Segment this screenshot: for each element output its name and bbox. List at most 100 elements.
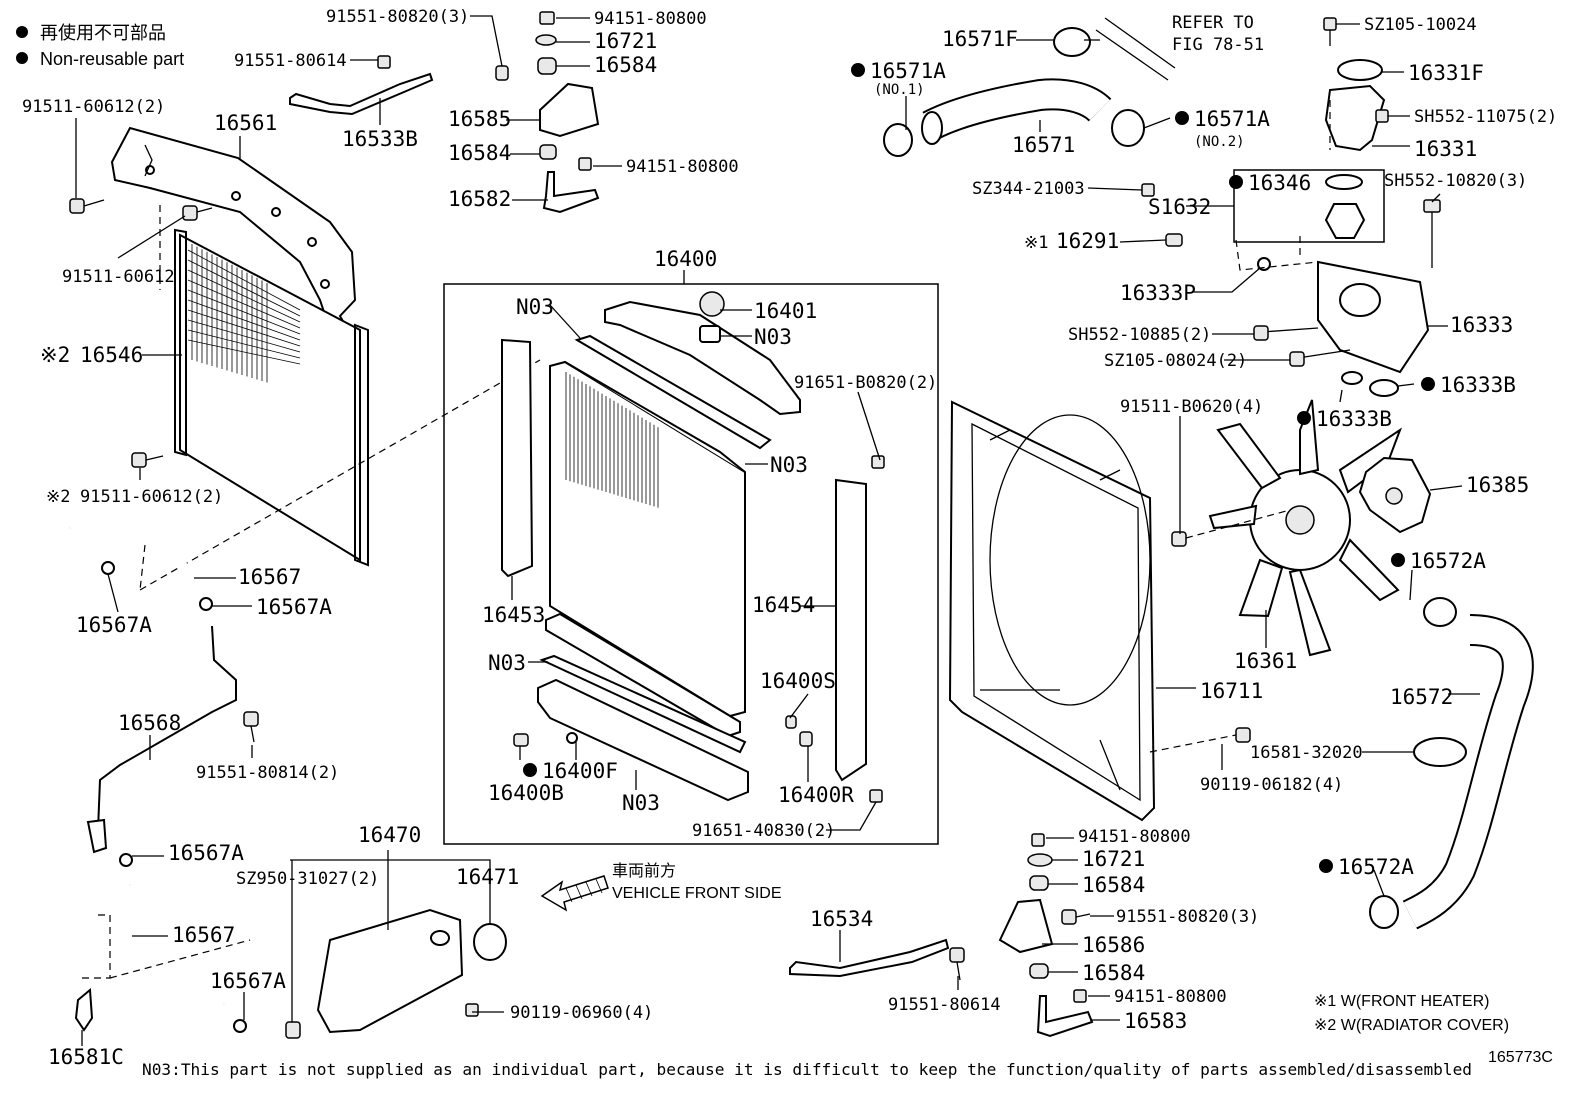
- upper-hose-drawing: [883, 17, 1176, 157]
- label-16331F: 16331F: [1408, 61, 1484, 85]
- radiator-assembly-box: [443, 283, 939, 845]
- label-91511-60612: 91511-60612: [62, 267, 175, 287]
- marker-16572A-low: [1319, 859, 1333, 873]
- label-16567A-bottom: 16567A: [210, 969, 286, 993]
- label-SZ105-10024: SZ105-10024: [1364, 15, 1477, 35]
- label-16584-low1: 16584: [1082, 873, 1145, 897]
- label-91551-80820-top: 91551-80820(3): [326, 7, 469, 27]
- label-16711: 16711: [1200, 679, 1263, 703]
- label-16571: 16571: [1012, 133, 1075, 157]
- note-2: ※2 W(RADIATOR COVER): [1314, 1017, 1509, 1034]
- label-91651-B0820: 91651-B0820(2): [794, 373, 937, 393]
- label-16572A-low: 16572A: [1338, 855, 1414, 879]
- label-16572A-top: 16572A: [1410, 549, 1486, 573]
- marker-16571A-1: [851, 63, 865, 77]
- marker-16571A-2: [1175, 111, 1189, 125]
- label-16572: 16572: [1390, 685, 1453, 709]
- figure-id: 165773C: [1488, 1049, 1553, 1066]
- label-16333P: 16333P: [1120, 281, 1196, 305]
- label-16567A-low: 16567A: [168, 841, 244, 865]
- label-16333: 16333: [1450, 313, 1513, 337]
- label-SZ344-21003: SZ344-21003: [972, 179, 1085, 199]
- label-16385: 16385: [1466, 473, 1529, 497]
- label-SH552-11075: SH552-11075(2): [1414, 107, 1557, 127]
- bolt-drawings-left: [69, 55, 391, 743]
- label-91551-80614-low: 91551-80614: [888, 995, 1001, 1015]
- label-N03-d: N03: [488, 651, 526, 675]
- label-N03-b: N03: [754, 325, 792, 349]
- label-91511-B0620: 91511-B0620(4): [1120, 397, 1263, 417]
- radiator-grille-drawing: [174, 228, 369, 567]
- label-90119-06960: 90119-06960(4): [510, 1003, 653, 1023]
- vehicle-front-arrow: [540, 875, 609, 912]
- label-note2-16546-marker: ※2: [40, 343, 70, 367]
- label-16401: 16401: [754, 299, 817, 323]
- label-16546: 16546: [80, 343, 143, 367]
- leader-lines: [75, 15, 1480, 1046]
- label-16586: 16586: [1082, 933, 1145, 957]
- label-16584-mid: 16584: [448, 141, 511, 165]
- label-16582: 16582: [448, 187, 511, 211]
- vehicle-front-en: VEHICLE FRONT SIDE: [612, 885, 782, 902]
- footer-note: N03:This part is not supplied as an indi…: [142, 1060, 1472, 1079]
- reservoir-tank-drawing: [285, 850, 507, 1039]
- label-16561: 16561: [214, 111, 277, 135]
- part-labels: 91551-80820(3) 94151-80800 16721 16584 9…: [22, 7, 1557, 1069]
- thermostat-housing-drawing: [1141, 17, 1441, 397]
- label-16721-top: 16721: [594, 29, 657, 53]
- label-94151-80800-top: 94151-80800: [594, 9, 707, 29]
- label-SH552-10885: SH552-10885(2): [1068, 325, 1211, 345]
- label-N03-a: N03: [516, 295, 554, 319]
- label-94151-80800-low: 94151-80800: [1078, 827, 1191, 847]
- radiator-core-drawing: [501, 291, 885, 803]
- label-note2-91511-marker: ※2: [46, 487, 70, 507]
- vehicle-front-jp: 車両前方: [612, 862, 676, 880]
- label-16291: 16291: [1056, 229, 1119, 253]
- label-16571A-1: 16571A: [870, 59, 946, 83]
- label-16400: 16400: [654, 247, 717, 271]
- label-16470: 16470: [358, 823, 421, 847]
- label-91551-80814: 91551-80814(2): [196, 763, 339, 783]
- legend-text-jp: 再使用不可部品: [40, 23, 166, 43]
- label-91511-60612-2-low: 91511-60612(2): [80, 487, 223, 507]
- label-91511-60612-2-top: 91511-60612(2): [22, 97, 165, 117]
- label-N03-c: N03: [770, 453, 808, 477]
- notes: ※1 W(FRONT HEATER) ※2 W(RADIATOR COVER): [1314, 993, 1509, 1034]
- label-16581C: 16581C: [48, 1045, 124, 1069]
- legend-bullet-en: [16, 52, 28, 64]
- label-16721-low: 16721: [1082, 847, 1145, 871]
- label-16583: 16583: [1124, 1009, 1187, 1033]
- label-16568: 16568: [118, 711, 181, 735]
- label-16571A-2: 16571A: [1194, 107, 1270, 131]
- marker-16572A-top: [1391, 553, 1405, 567]
- label-16567A-left: 16567A: [76, 613, 152, 637]
- legend-bullet-jp: [16, 26, 28, 38]
- marker-16333B-b: [1297, 411, 1311, 425]
- lower-bracket-drawings: [789, 833, 1094, 1038]
- label-16453: 16453: [482, 603, 545, 627]
- legend: 再使用不可部品 Non-reusable part: [16, 23, 184, 69]
- label-94151-80800-mid: 94151-80800: [626, 157, 739, 177]
- label-90119-06182: 90119-06182(4): [1200, 775, 1343, 795]
- label-94151-80800-bottom: 94151-80800: [1114, 987, 1227, 1007]
- marker-16400F: [523, 763, 537, 777]
- label-16331: 16331: [1414, 137, 1477, 161]
- label-S1632: S1632: [1148, 195, 1211, 219]
- label-no2: (NO.2): [1194, 134, 1245, 150]
- label-16585: 16585: [448, 107, 511, 131]
- label-16571F: 16571F: [942, 27, 1018, 51]
- label-16400S: 16400S: [760, 669, 836, 693]
- label-16534: 16534: [810, 907, 873, 931]
- label-no1: (NO.1): [874, 82, 925, 98]
- label-N03-e: N03: [622, 791, 660, 815]
- label-SZ950-31027: SZ950-31027(2): [236, 869, 379, 889]
- note-1: ※1 W(FRONT HEATER): [1314, 993, 1489, 1010]
- label-note1-16291-marker: ※1: [1024, 233, 1048, 253]
- label-91551-80820-low: 91551-80820(3): [1116, 907, 1259, 927]
- label-91551-80614-top: 91551-80614: [234, 51, 347, 71]
- lower-hose-drawing: [1149, 597, 1534, 930]
- cooling-fan-drawing: [1171, 399, 1403, 657]
- fan-shroud-drawing: [948, 400, 1156, 822]
- marker-16333B-a: [1421, 377, 1435, 391]
